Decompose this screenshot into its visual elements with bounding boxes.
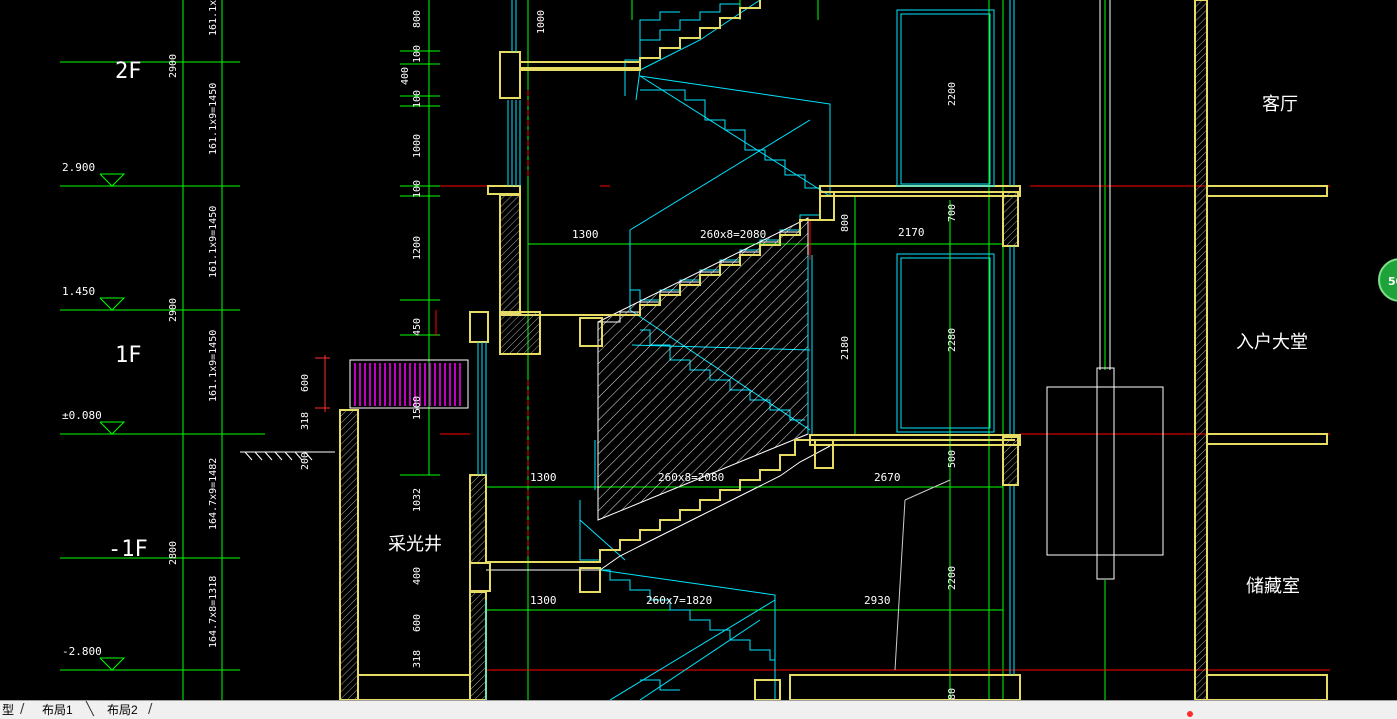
structure-walls — [339, 0, 1328, 700]
dim-floor-h2: 2900 — [168, 298, 179, 322]
level-m2800: -2.800 — [62, 645, 102, 658]
dim-mid-100c: 100 — [412, 180, 423, 198]
door-frames — [896, 9, 995, 433]
green-grid-lines — [60, 0, 1106, 700]
tab-separator: / — [148, 702, 153, 717]
dim-h2280: 2280 — [947, 328, 958, 352]
dim-floor-h1: 2900 — [168, 54, 179, 78]
dim-2930: 2930 — [864, 594, 891, 607]
dim-mid-1032: 1032 — [412, 488, 423, 512]
guard-rail — [349, 359, 469, 409]
stair-run-lower-inner — [486, 445, 831, 571]
dim-v500: 500 — [947, 450, 958, 468]
dim-mid-100b: 100 — [412, 90, 423, 108]
thin-wall-lines — [477, 0, 1015, 700]
cad-drawing-canvas[interactable]: 2F 1F -1F 2.900 1.450 ±0.080 -2.800 客厅 入… — [0, 0, 1397, 700]
wall-hatching — [341, 1, 1206, 699]
dim-mid-1500: 1500 — [412, 396, 423, 420]
level-2900: 2.900 — [62, 161, 95, 174]
run-2080-b: 260x8=2080 — [658, 471, 724, 484]
floor-label-2f: 2F — [115, 59, 142, 84]
stair-run-upper — [500, 191, 1015, 316]
dim-floor-h3: 2800 — [168, 541, 179, 565]
dim-mid-400b: 400 — [412, 567, 423, 585]
dim-mid-450: 450 — [412, 318, 423, 336]
dim-stair-4: 161.1x9=1450 — [208, 330, 219, 402]
tab-separator: ╲ — [86, 702, 94, 717]
room-label-storage: 储藏室 — [1246, 576, 1300, 597]
level-0080: ±0.080 — [62, 409, 102, 422]
tab-model[interactable]: 型 — [2, 703, 15, 717]
layout-tab-bar: 型 / 布局1 ╲ 布局2 / — [0, 700, 1397, 719]
run-1820: 260x7=1820 — [646, 594, 712, 607]
floor-label-1f: 1F — [115, 343, 142, 368]
room-label-lobby: 入户大堂 — [1236, 332, 1308, 353]
dim-top-1000: 1000 — [536, 10, 547, 34]
stair-run-top — [520, 0, 761, 69]
floor-label-b1: -1F — [108, 537, 148, 562]
dim-mid-800: 800 — [412, 10, 423, 28]
dim-stair-5: 164.7x9=1482 — [208, 458, 219, 530]
dim-2170: 2170 — [898, 226, 925, 239]
level-1450: 1.450 — [62, 285, 95, 298]
dim-mid-1200: 1200 — [412, 236, 423, 260]
ground-hatch — [240, 451, 335, 461]
dim-h2200b: 2200 — [947, 566, 958, 590]
elevator-shaft — [1046, 0, 1164, 580]
tab-layout1[interactable]: 布局1 — [42, 703, 73, 717]
dim-small-200: 200 — [300, 452, 311, 470]
stair-run-lower — [486, 439, 1015, 563]
dim-2670: 2670 — [874, 471, 901, 484]
railing-dim-lines — [315, 355, 330, 412]
run-1300-a: 1300 — [572, 228, 599, 241]
dim-mid-100a: 100 — [412, 45, 423, 63]
dim-mid-600b: 600 — [412, 614, 423, 632]
dim-v2180: 2180 — [840, 336, 851, 360]
dim-v80: 80 — [947, 688, 958, 700]
red-dot-marker — [1187, 711, 1193, 717]
door-swing — [894, 479, 951, 671]
dim-mid-1000: 1000 — [412, 134, 423, 158]
tab-layout2[interactable]: 布局2 — [107, 703, 138, 717]
dim-stair-3: 161.1x9=1450 — [208, 206, 219, 278]
run-1300-c: 1300 — [530, 594, 557, 607]
room-label-lightwell: 采光井 — [388, 534, 442, 555]
dim-small-600: 600 — [300, 374, 311, 392]
run-2080-a: 260x8=2080 — [700, 228, 766, 241]
room-label-living: 客厅 — [1262, 94, 1298, 115]
dim-v800: 800 — [840, 214, 851, 232]
dim-stair-1: 161.1x9=1450 — [208, 0, 219, 36]
run-1300-b: 1300 — [530, 471, 557, 484]
dim-stair-6: 164.7x8=1318 — [208, 576, 219, 648]
dim-v700: 700 — [947, 204, 958, 222]
dim-h2200a: 2200 — [947, 82, 958, 106]
level-markers — [99, 173, 126, 671]
dim-small-318: 318 — [300, 412, 311, 430]
dim-mid-318b: 318 — [412, 650, 423, 668]
tab-separator: / — [20, 702, 25, 717]
dim-stair-2: 161.1x9=1450 — [208, 83, 219, 155]
dim-mid-400a: 400 — [400, 67, 411, 85]
